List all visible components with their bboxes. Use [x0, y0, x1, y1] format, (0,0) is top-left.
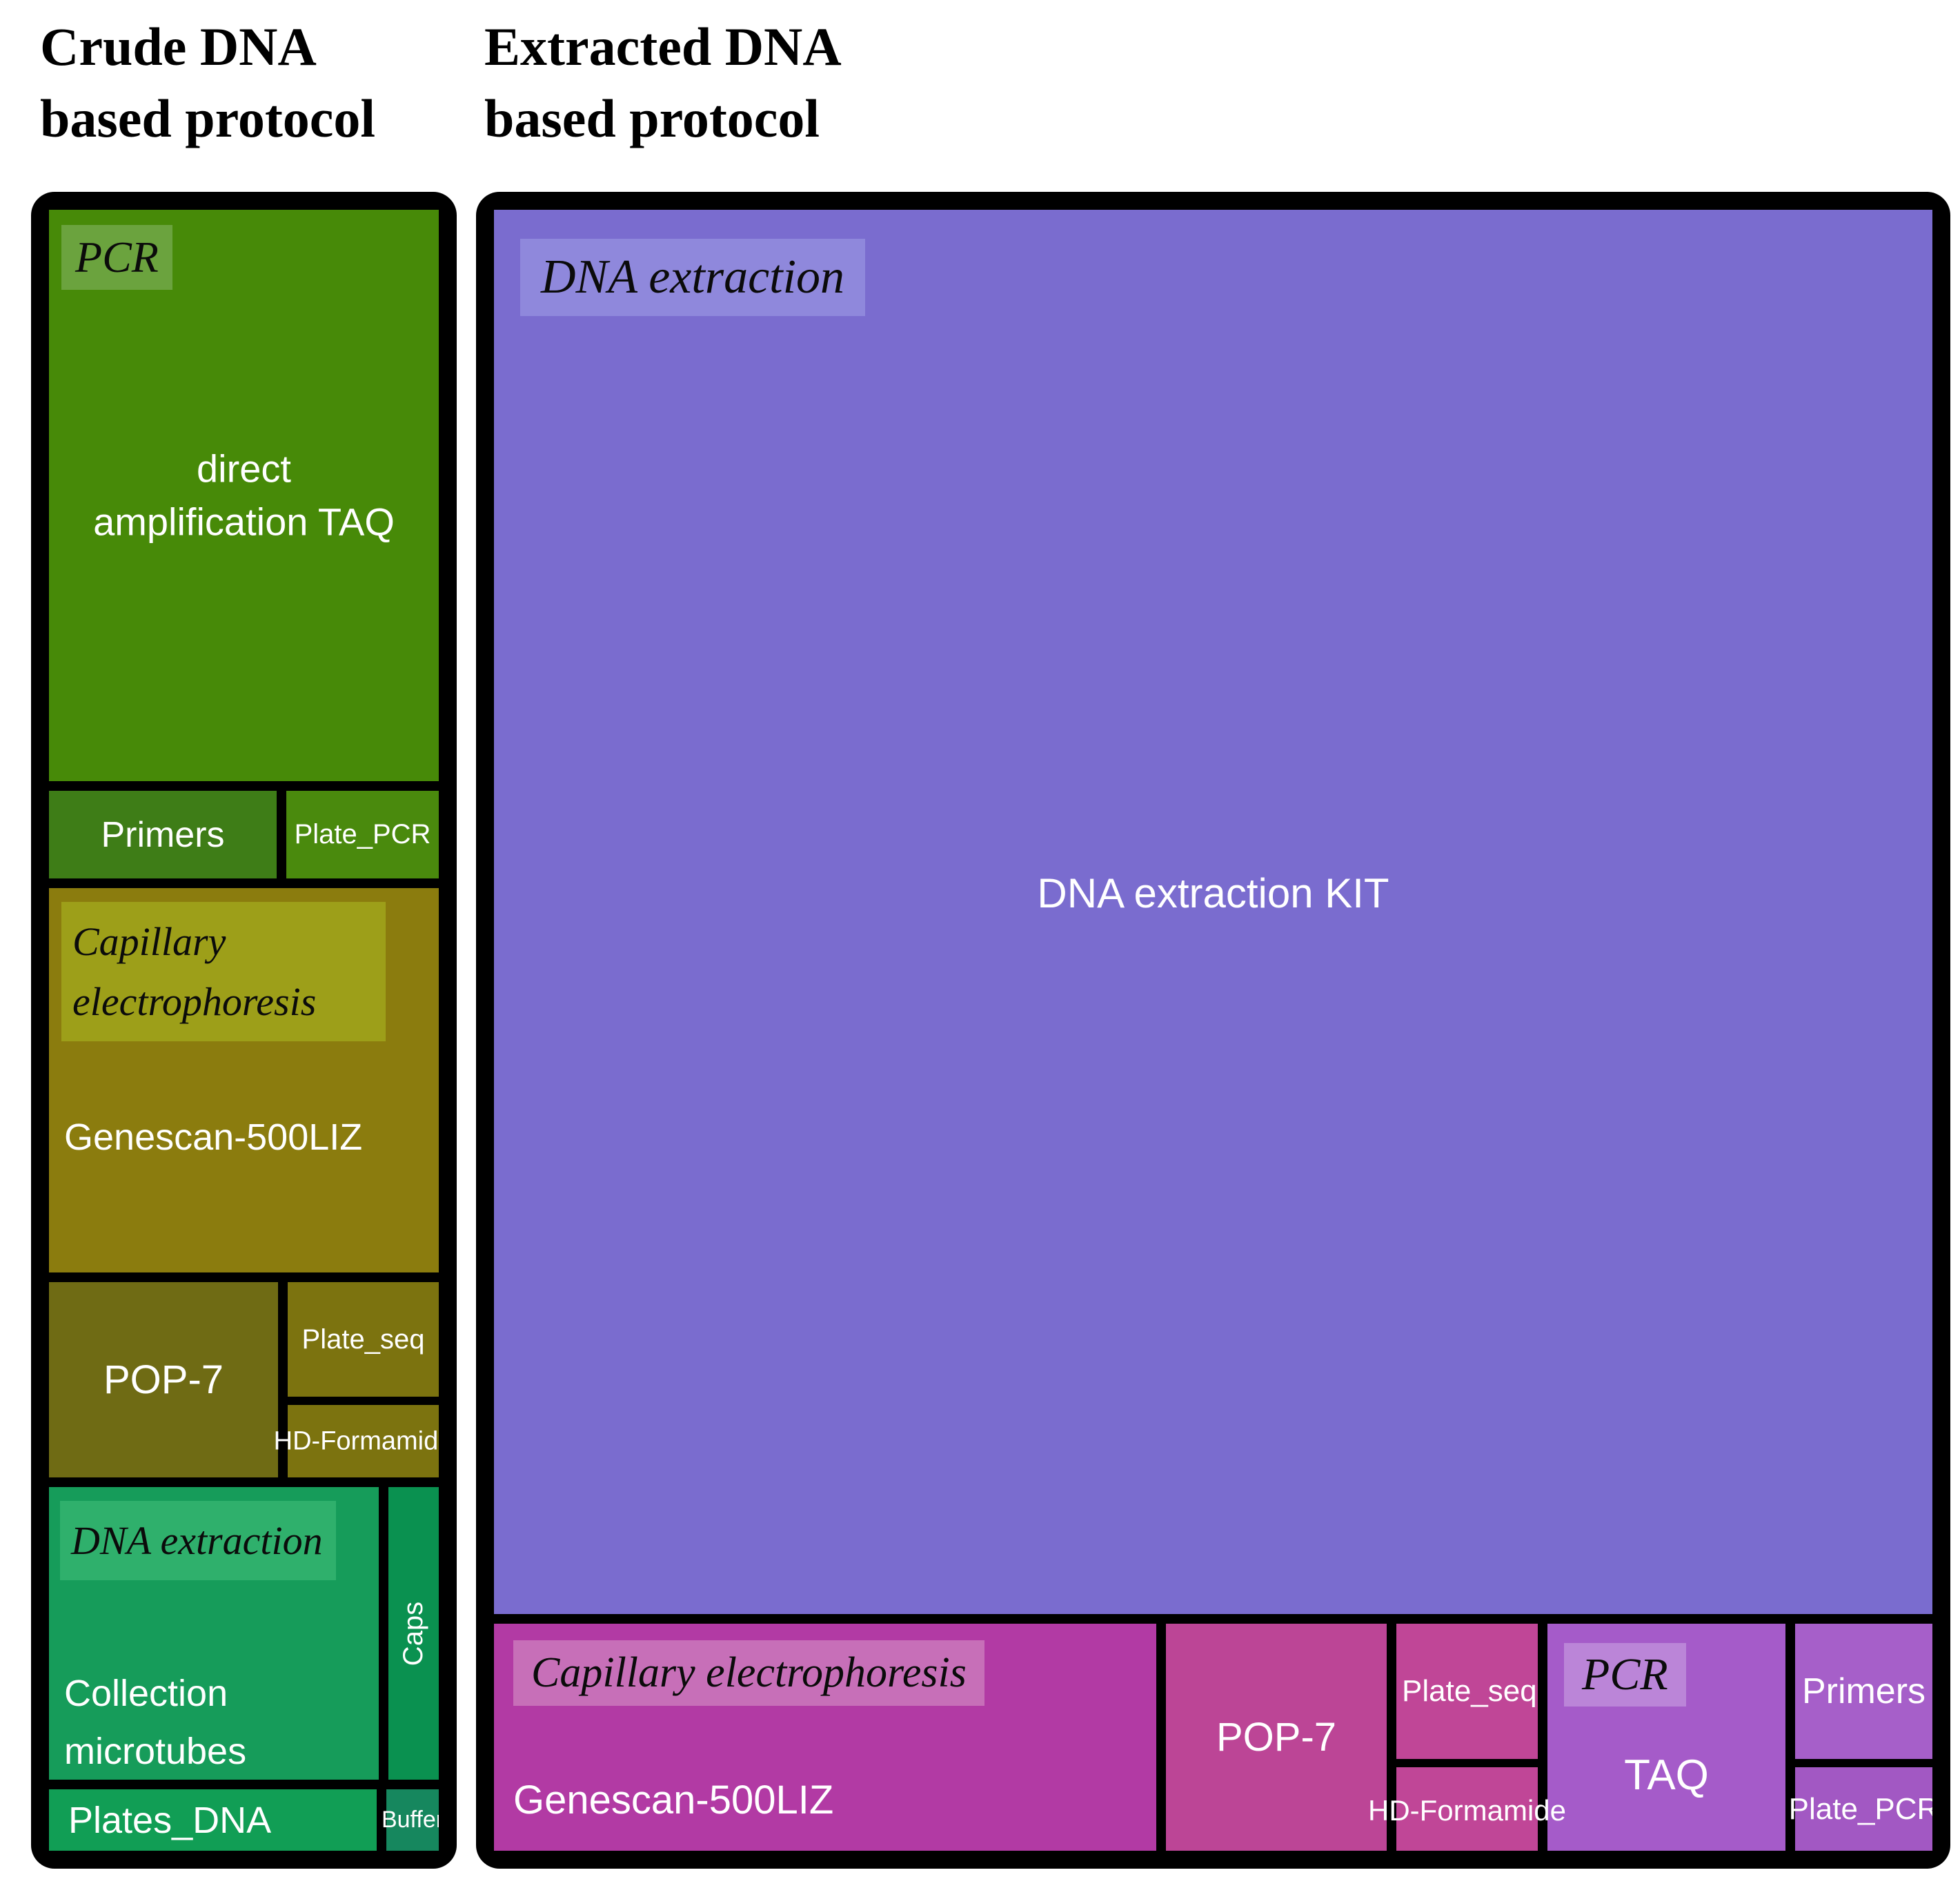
hd-formamide-label-right: HD-Formamide	[1367, 1793, 1567, 1827]
caps-label: Caps	[398, 1601, 429, 1666]
taq-label-right: TAQ	[1624, 1751, 1709, 1800]
plate-seq-label-right: Plate_seq	[1402, 1674, 1537, 1708]
pcr-group-label: PCR	[61, 225, 172, 290]
cell-plate-pcr-right: Plate_PCR	[1789, 1767, 1932, 1851]
cell-plate-pcr: Plate_PCR	[286, 791, 439, 878]
cell-pop7-right: POP-7	[1166, 1624, 1387, 1851]
cell-plate-seq-right: Plate_seq	[1396, 1624, 1538, 1759]
cell-caps: Caps	[388, 1487, 439, 1780]
crude-treemap-area: PCR direct amplification TAQ Primers Pla…	[49, 210, 439, 1851]
capillary-electrophoresis-group-label-right: Capillary electrophoresis	[513, 1640, 984, 1706]
dna-extraction-group-label-right: DNA extraction	[520, 239, 866, 316]
cell-plate-seq: Plate_seq	[288, 1282, 439, 1397]
cell-dna-extraction-kit: DNA extraction DNA extraction KIT	[494, 210, 1932, 1614]
capillary-electrophoresis-group-label: Capillary electrophoresis	[61, 902, 386, 1041]
cell-pcr-direct-amplification-taq: PCR direct amplification TAQ	[49, 210, 439, 781]
pcr-group-label-right: PCR	[1564, 1643, 1686, 1707]
extracted-treemap-area: DNA extraction DNA extraction KIT Capill…	[494, 210, 1932, 1851]
genescan-500liz-label-right: Genescan-500LIZ	[513, 1778, 834, 1822]
genescan-500liz-label: Genescan-500LIZ	[64, 1117, 363, 1158]
cell-capillary-genescan: Capillary electrophoresis Genescan-500LI…	[49, 888, 439, 1272]
cell-buffer: Buffer	[382, 1789, 439, 1851]
extracted-protocol-treemap: DNA extraction DNA extraction KIT Capill…	[476, 192, 1950, 1869]
left-panel-title: Crude DNA based protocol	[40, 17, 376, 148]
direct-amplification-taq-label: direct amplification TAQ	[93, 446, 395, 544]
collection-microtubes-label: Collection microtubes	[64, 1673, 247, 1772]
cell-hd-formamide: HD-Formamide	[274, 1405, 439, 1477]
cell-pop7: POP-7	[49, 1282, 278, 1477]
cell-primers: Primers	[49, 791, 277, 878]
cell-primers-right: Primers	[1795, 1624, 1932, 1759]
dna-extraction-kit-label: DNA extraction KIT	[1037, 870, 1389, 917]
cell-plates-dna: Plates_DNA	[49, 1789, 377, 1851]
cell-capillary-genescan-right: Capillary electrophoresis Genescan-500LI…	[494, 1624, 1156, 1851]
crude-protocol-treemap: PCR direct amplification TAQ Primers Pla…	[31, 192, 457, 1869]
dna-extraction-group-label: DNA extraction	[60, 1501, 336, 1580]
cell-pcr-taq-right: PCR TAQ	[1547, 1624, 1785, 1851]
right-panel-title: Extracted DNA based protocol	[484, 17, 839, 148]
cell-hd-formamide-right: HD-Formamide	[1368, 1767, 1566, 1851]
hd-formamide-label: HD-Formamide	[273, 1426, 439, 1455]
cell-dna-extraction-collection: DNA extraction Collection microtubes	[49, 1487, 379, 1780]
